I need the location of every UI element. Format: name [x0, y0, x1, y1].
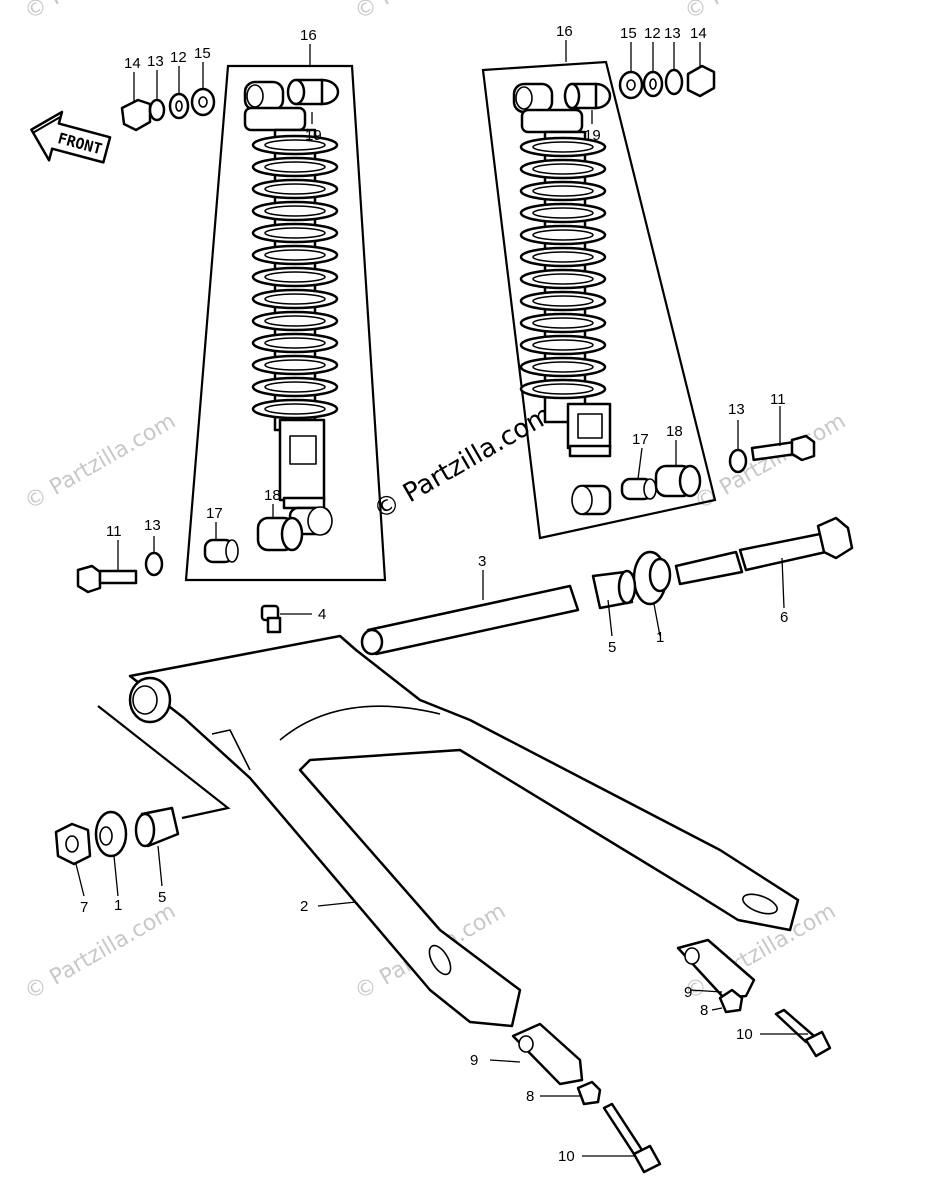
callout-18: 18 — [666, 423, 683, 440]
left-shock-upper-eye — [243, 80, 307, 132]
callout-9: 9 — [684, 984, 692, 1001]
left-chain-adjuster-9 — [511, 1022, 584, 1086]
callout-16: 16 — [556, 23, 573, 40]
watermark-text: © Partzilla.com — [21, 899, 181, 1006]
right-bolt-10 — [774, 1008, 832, 1058]
callout-5: 5 — [608, 639, 616, 656]
right-shock-assembly — [481, 60, 717, 540]
callout-11: 11 — [770, 391, 786, 408]
right-shock-lower-eye — [571, 484, 612, 516]
callout-9: 9 — [470, 1052, 478, 1069]
callout-2: 2 — [300, 898, 308, 915]
right-bearing-5 — [591, 569, 637, 610]
right-top-hardware — [618, 64, 716, 100]
callout-labels: 14 13 12 15 16 16 15 12 13 14 19 19 11 1… — [80, 23, 788, 1165]
watermark-text-center: © Partzilla.com — [369, 400, 558, 526]
callout-17: 17 — [206, 505, 223, 522]
watermark-text: © Partzilla.com — [21, 409, 181, 516]
watermark-text: © Partzilla.com — [21, 0, 181, 25]
front-arrow: FRONT — [30, 110, 112, 164]
callout-6: 6 — [780, 609, 788, 626]
callout-1: 1 — [656, 629, 664, 646]
bearing-guide-lines — [97, 705, 231, 820]
right-bushing-19 — [563, 82, 612, 110]
left-bushing-18 — [256, 516, 304, 552]
callout-19: 19 — [584, 127, 601, 144]
callout-13: 13 — [664, 25, 681, 42]
callout-14: 14 — [690, 25, 707, 42]
callout-13: 13 — [147, 53, 164, 70]
pivot-sleeve-3 — [360, 584, 580, 656]
right-spacer-17 — [620, 477, 657, 501]
callout-17: 17 — [632, 431, 649, 448]
callout-12: 12 — [170, 49, 187, 66]
left-bushing-19 — [286, 78, 340, 106]
left-top-hardware — [120, 87, 216, 132]
callout-1: 1 — [114, 897, 122, 914]
callout-13: 13 — [728, 401, 745, 418]
callout-12: 12 — [644, 25, 661, 42]
callout-19: 19 — [305, 127, 322, 144]
left-shock-assembly — [184, 64, 387, 582]
callout-5: 5 — [158, 889, 166, 906]
right-seal-1 — [632, 550, 672, 606]
callout-8: 8 — [526, 1088, 534, 1105]
swingarm-2 — [128, 634, 800, 1028]
left-nut-8 — [576, 1080, 602, 1106]
pivot-bolt-6 — [674, 516, 854, 586]
callout-18: 18 — [264, 487, 281, 504]
callout-15: 15 — [620, 25, 637, 42]
callout-16: 16 — [300, 27, 317, 44]
callout-10: 10 — [558, 1148, 575, 1165]
watermark-text: © Partzilla.com — [681, 0, 841, 25]
callout-3: 3 — [478, 553, 486, 570]
right-chain-adjuster-9 — [676, 938, 756, 1000]
callout-11: 11 — [106, 523, 122, 540]
callout-4: 4 — [318, 606, 326, 623]
callout-8: 8 — [700, 1002, 708, 1019]
callout-14: 14 — [124, 55, 141, 72]
right-bolt-11 — [728, 434, 816, 474]
watermark-text: © Partzilla.com — [351, 0, 511, 25]
callout-10: 10 — [736, 1026, 753, 1043]
right-shock-upper-eye — [512, 82, 584, 134]
right-bushing-18 — [654, 464, 702, 498]
callout-7: 7 — [80, 899, 88, 916]
left-bolt-10 — [602, 1102, 662, 1174]
callout-13: 13 — [144, 517, 161, 534]
left-spacer-17 — [203, 538, 239, 564]
left-pivot-hardware — [54, 806, 180, 866]
callout-15: 15 — [194, 45, 211, 62]
right-nut-8 — [718, 988, 744, 1014]
leader-lines — [75, 40, 808, 1157]
grease-fitting-4 — [260, 604, 282, 634]
left-shock-outline — [184, 64, 387, 582]
right-shock-outline — [481, 60, 717, 540]
left-bolt-11 — [76, 551, 164, 594]
